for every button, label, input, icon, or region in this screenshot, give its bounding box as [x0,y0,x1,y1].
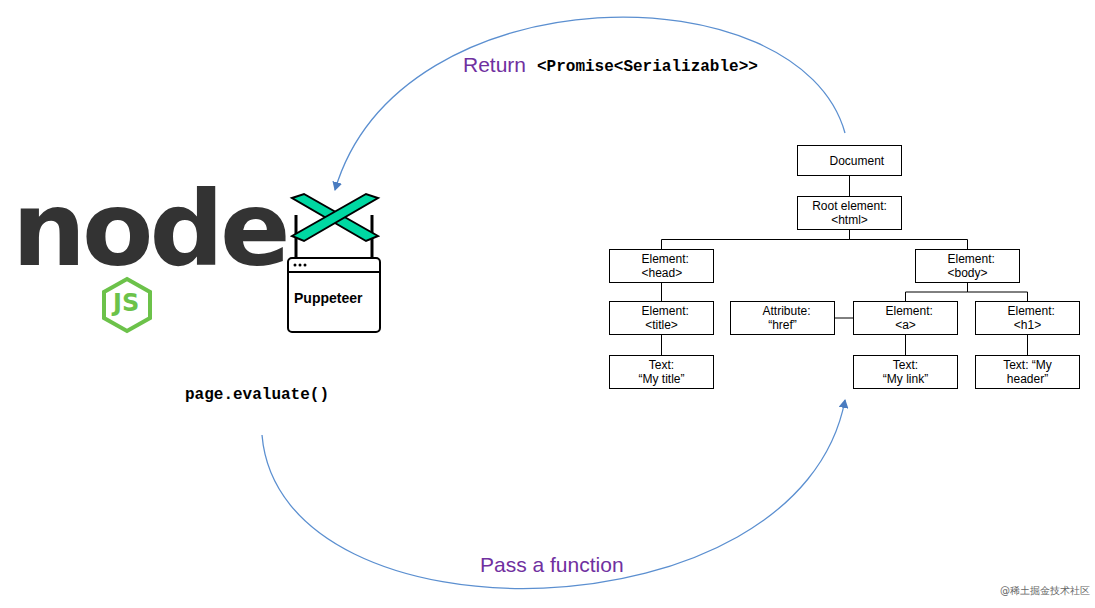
logo-text: JS [113,289,139,317]
type-label: <Promise<Serializable>> [537,58,758,76]
element-node: Element: <head> [609,249,714,283]
element-node: Element: <title> [609,301,714,335]
text-node: Text: “My title” [609,355,714,389]
tree-connector [905,335,906,355]
tree-connector [662,230,850,249]
tree-connector [968,283,1028,301]
tree-connector [1027,335,1028,355]
logo-text: node [12,168,286,290]
element-node: Element: <h1> [975,301,1080,335]
node-text: Document [830,154,870,168]
tree-connector [850,230,968,249]
attribute-node: Attribute: “href” [730,301,835,335]
arrow-label: Return [463,53,526,77]
element-node: Element: <a> [853,301,958,335]
node-text: Text: “My title” [639,358,685,386]
text-node: Text: “My link” [853,355,958,389]
logo-text: Puppeteer [294,290,362,306]
element-node: Element: <body> [915,249,1020,283]
puppeteer-logo [288,194,380,332]
text-node: Text: “My header” [975,355,1080,389]
document-node: Document [797,145,902,176]
pass-arrow [262,400,845,589]
node-text: Element: <body> [948,252,988,280]
tree-connector [906,283,968,301]
arrow-label: Pass a function [480,553,624,577]
node-text: Element: <a> [886,304,926,332]
node-text: Element: <head> [642,252,682,280]
tree-connector [661,283,662,301]
tree-connector [835,318,853,319]
watermark: @稀土掘金技术社区 [1000,584,1090,598]
code-label: page.evaluate() [185,386,329,404]
tree-connector [849,176,850,196]
tree-connector [661,335,662,355]
return-arrow [335,17,845,190]
node-text: Element: <title> [642,304,682,332]
node-text: Text: “My header” [1003,358,1053,386]
node-text: Attribute: “href” [763,304,803,332]
node-text: Element: <h1> [1008,304,1048,332]
node-text: Text: “My link” [883,358,929,386]
html-node: Root element: <html> [797,196,902,230]
node-text: Root element: <html> [812,199,888,227]
